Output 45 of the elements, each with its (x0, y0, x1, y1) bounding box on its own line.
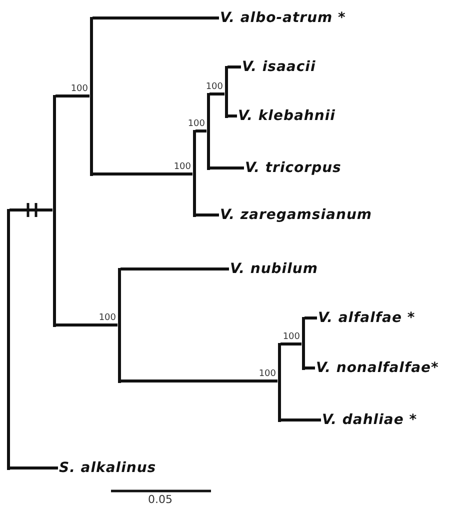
tree-branch (56, 94, 90, 98)
tree-branch (120, 268, 229, 270)
tree-branch (304, 366, 315, 370)
taxon-label: V. zaregamsianum (220, 207, 372, 223)
taxon-label: V. nonalfalfae* (316, 360, 439, 376)
tree-branch (92, 172, 192, 176)
taxon-label: V. isaacii (242, 59, 316, 75)
taxon-label: V. alfalfae * (318, 310, 416, 326)
clade-branch (52, 94, 56, 326)
clade-branch (224, 66, 228, 118)
clade-branch (90, 16, 92, 176)
tree-branch (10, 466, 58, 470)
taxon-label: V. klebahnii (238, 108, 336, 124)
tree-branch (92, 16, 219, 20)
bootstrap-value: 100 (282, 332, 300, 342)
clade-branch (302, 316, 304, 370)
taxon-label: V. albo-atrum * (220, 10, 346, 26)
tree-branch (56, 324, 118, 326)
tree-branch (228, 66, 241, 68)
taxon-label: V. nubilum (230, 261, 318, 277)
taxon-label: V. tricorpus (245, 160, 342, 176)
taxon-label: V. dahliae * (322, 412, 418, 428)
bootstrap-value: 100 (98, 313, 116, 323)
bootstrap-value: 100 (188, 119, 205, 129)
tree-branch (120, 380, 278, 382)
clade-branch (6, 208, 10, 470)
tree-branch (280, 342, 302, 346)
clade-branch (206, 92, 210, 170)
tree-branch (280, 418, 321, 422)
tree-branch (196, 214, 219, 216)
tree-branch (10, 208, 52, 212)
clade-branch (118, 268, 120, 382)
tree-branch (210, 92, 224, 96)
clade-branch (192, 130, 196, 216)
scale-label: 0.05 (148, 494, 172, 506)
tree-branch (228, 114, 237, 118)
tree-branch (196, 130, 206, 132)
bootstrap-value: 100 (206, 82, 223, 92)
tree-branch (210, 166, 244, 170)
clade-branch (278, 342, 280, 422)
bootstrap-value: 100 (258, 369, 276, 379)
bootstrap-value: 100 (174, 162, 191, 172)
bootstrap-value: 100 (70, 84, 88, 94)
tree-branch (304, 316, 317, 320)
taxon-label: S. alkalinus (59, 460, 156, 476)
